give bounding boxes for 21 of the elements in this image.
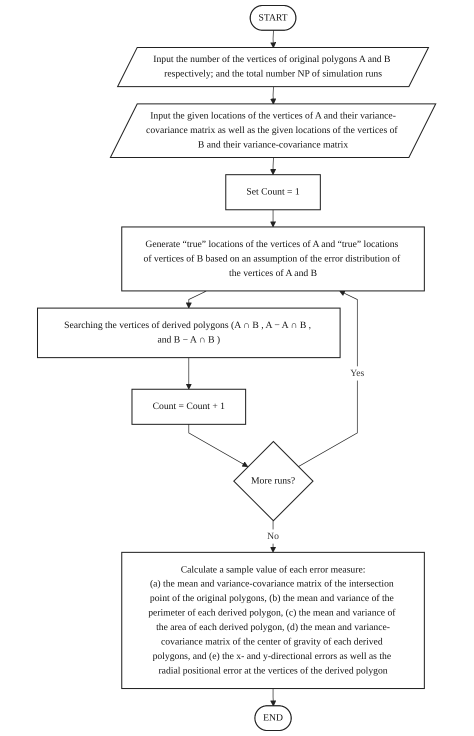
process-box: Count = Count + 1 xyxy=(132,388,247,425)
decision-diamond: More runs? xyxy=(233,440,314,522)
arrow xyxy=(188,424,249,467)
arrow xyxy=(270,86,277,104)
arrow xyxy=(270,158,276,175)
input-parallelogram: Input the given locations of the vertices of A and their variance-covariance matrix as well as the given locations of the vertices of B and their variance-covariance matrix xyxy=(110,103,437,158)
arrow xyxy=(270,30,277,48)
arrow xyxy=(186,357,192,390)
input-parallelogram: Input the number of the vertices of original polygons A and B respectively; and the total number NP of simulation runs xyxy=(117,46,430,88)
process-box: Set Count = 1 xyxy=(226,174,322,210)
terminal-box: START xyxy=(250,4,297,31)
edge-label: No xyxy=(268,529,280,544)
process-box: Searching the vertices of derived polygons (A ∩ B , A − A ∩ B , and B − A ∩ B ) xyxy=(37,308,341,358)
process-box: Generate “true” locations of the vertices of A and “true” locations of vertices of B based on an assumption of the error distribution of the vertices of A and B xyxy=(122,226,426,292)
arrow xyxy=(270,209,276,228)
arrow xyxy=(298,290,358,468)
process-box: Calculate a sample value of each error measure: (a) the mean and variance-covariance matrix of the intersection point of the original polygons, (b) the mean and variance of the perimeter of each derived polygon, (c) the mean and variance of the area of each derived polygon, (d) the mean and variance-covariance matrix of the center of gravity of each derived polygons, and (e) the x- and y-directional errors as well as the radial positional error at the vertices of the derived polygon xyxy=(122,552,426,690)
arrow xyxy=(186,290,208,308)
terminal-box: END xyxy=(254,705,292,731)
arrow xyxy=(270,688,277,706)
edge-label: Yes xyxy=(350,366,365,381)
